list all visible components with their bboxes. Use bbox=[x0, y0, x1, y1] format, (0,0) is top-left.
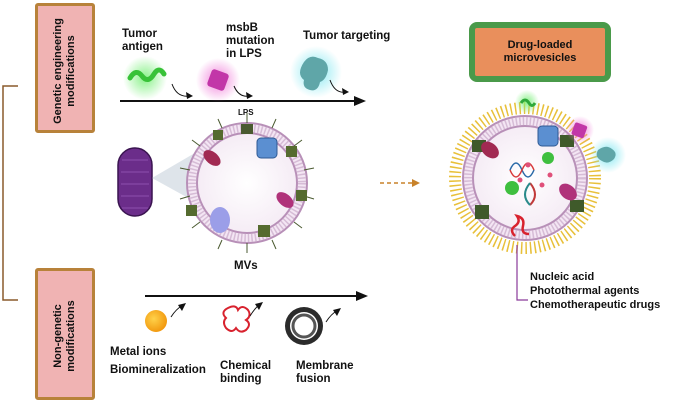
non-genetic-modifications-box: Non-genetic modifications bbox=[35, 268, 95, 400]
transform-arrowhead bbox=[412, 179, 420, 187]
tumor-antigen-label: Tumor antigen bbox=[122, 28, 163, 53]
bacterium-icon bbox=[117, 147, 153, 217]
cargo-item: Photothermal agents bbox=[530, 285, 640, 297]
lps-label: LPS bbox=[238, 108, 254, 117]
membrane-arrowhead bbox=[333, 308, 341, 316]
metal-arrowhead bbox=[178, 303, 186, 311]
msbb-arrowhead bbox=[246, 92, 253, 99]
tumor-targeting-label: Tumor targeting bbox=[303, 30, 391, 42]
membrane-ring-core bbox=[291, 313, 317, 339]
chemical-binding-icon bbox=[222, 305, 251, 333]
genetic-arrowhead bbox=[354, 96, 366, 106]
antigen-arrowhead bbox=[186, 92, 193, 99]
msbb-label: msbB mutation in LPS bbox=[226, 22, 275, 60]
metal-ions-label: Metal ions bbox=[110, 346, 167, 358]
cargo-list: Nucleic acid Photothermal agents Chemoth… bbox=[530, 270, 660, 312]
chemical-arrowhead bbox=[255, 302, 263, 310]
drug-loaded-vesicle bbox=[449, 90, 626, 301]
metal-ion-icon bbox=[145, 310, 167, 332]
mv-vesicle bbox=[179, 113, 315, 253]
drug-loaded-box: Drug-loaded microvesicles bbox=[469, 22, 611, 82]
membrane-fusion-label: Membrane fusion bbox=[296, 360, 354, 385]
tumor-antigen-icon bbox=[127, 67, 167, 82]
cargo-item: Nucleic acid bbox=[530, 271, 595, 283]
drug-loaded-label: Drug-loaded microvesicles bbox=[503, 39, 577, 64]
msbb-icon bbox=[207, 69, 229, 91]
chemical-binding-label: Chemical binding bbox=[220, 360, 272, 385]
bracket bbox=[2, 85, 18, 301]
genetic-modifications-box: Genetic engineering modifications bbox=[35, 3, 95, 133]
cargo-item: Chemotherapeutic drugs bbox=[530, 299, 661, 311]
mvs-label: MVs bbox=[234, 260, 258, 272]
biomineralization-label: Biomineralization bbox=[110, 364, 206, 376]
bacterium-stripes bbox=[121, 159, 149, 209]
targeting-arrowhead bbox=[342, 88, 349, 95]
targeting-icon bbox=[300, 56, 328, 91]
non-genetic-arrowhead bbox=[356, 291, 368, 301]
